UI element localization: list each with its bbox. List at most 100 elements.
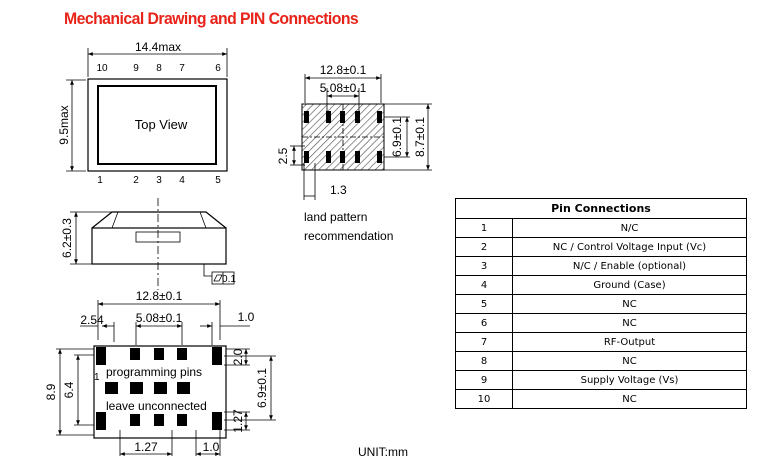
top-view-width-dim: 14.4max	[135, 40, 181, 54]
land-pattern: 12.8±0.1 5.08±0.1 6.9±0.1 8.7±0.1	[276, 63, 432, 243]
bottom-pad	[130, 414, 140, 426]
pin-number: 9	[133, 63, 139, 74]
top-view-height-dim: 9.5max	[57, 105, 71, 144]
bottom-pad-dim: 1.0	[238, 310, 255, 324]
pin-number-cell: 5	[455, 294, 513, 314]
bottom-outer-height-dim: 8.9	[44, 383, 58, 400]
land-inner-height-dim: 6.9±0.1	[390, 117, 404, 157]
land-pad	[377, 151, 382, 163]
bottom-pad	[154, 348, 164, 360]
pin-number-cell: 6	[455, 313, 513, 333]
pin-number: 1	[97, 175, 103, 186]
bottom-right-height-dim: 6.9±0.1	[255, 368, 269, 408]
pin-function-cell: N/C / Enable (optional)	[512, 256, 747, 276]
pin-number: 2	[133, 175, 139, 186]
bottom-pads	[96, 347, 222, 430]
bottom-left-pitch-dim: 1.27	[134, 440, 158, 454]
table-header-row: Pin Connections	[455, 198, 747, 219]
pin-number-cell: 2	[455, 237, 513, 257]
pin-number-cell: 7	[455, 332, 513, 352]
side-view-crystal	[135, 231, 181, 243]
page-title: Mechanical Drawing and PIN Connections	[64, 9, 359, 28]
bottom-pad	[96, 412, 106, 430]
pin-function-cell: NC	[512, 294, 747, 314]
programming-note-line2: leave unconnected	[106, 399, 207, 413]
pin-number-cell: 8	[455, 351, 513, 371]
pin-number: 10	[96, 63, 108, 74]
top-view: 14.4max 9.5max Top View 10 9 8 7 6 1 2 3…	[57, 40, 228, 186]
flatness-icon	[213, 274, 223, 282]
land-pad-width-dim: 1.3	[330, 183, 347, 197]
pin-function-cell: Ground (Case)	[512, 275, 747, 295]
land-outer-height-dim: 8.7±0.1	[413, 117, 427, 157]
pin-function-cell: NC / Control Voltage Input (Vc)	[512, 237, 747, 257]
pin-number-cell: 10	[455, 389, 513, 409]
bottom-view-body	[93, 345, 227, 439]
programming-note-line1: programming pins	[106, 365, 202, 379]
bottom-view: 12.8±0.1 2.54 5.08±0.1 1.0 8.9 6.4	[44, 289, 276, 456]
bottom-pad	[212, 412, 222, 430]
bottom-pad	[177, 348, 187, 360]
land-pad	[326, 111, 331, 123]
bottom-pitch-dim: 5.08±0.1	[136, 311, 183, 325]
land-pitch-dim: 5.08±0.1	[320, 81, 367, 95]
pin-number: 5	[215, 175, 221, 186]
pin-number: 4	[179, 175, 185, 186]
programming-pad	[130, 382, 143, 394]
pin-function-cell: N/C	[512, 218, 747, 238]
bottom-pad	[154, 414, 164, 426]
top-view-body	[87, 78, 228, 172]
top-view-lid	[97, 85, 217, 165]
land-pad	[304, 151, 309, 163]
bottom-pad	[96, 347, 106, 365]
bottom-inner-height-dim: 6.4	[62, 381, 76, 398]
pin-number: 3	[156, 175, 162, 186]
side-view: 6.2±0.3 0.1	[60, 198, 236, 290]
pin-number: 7	[179, 63, 185, 74]
land-pad	[377, 111, 382, 123]
bottom-pad	[177, 414, 187, 426]
bottom-right-pitch-dim: 1.0	[203, 440, 220, 454]
pin-number-cell: 3	[455, 256, 513, 276]
land-pads	[304, 111, 382, 163]
table-header: Pin Connections	[455, 198, 747, 219]
bottom-pad	[130, 348, 140, 360]
unit-label: UNIT:mm	[358, 445, 408, 459]
bottom-left-dim: 2.54	[80, 313, 104, 327]
programming-pad	[154, 382, 167, 394]
pin-function-cell: NC	[512, 389, 747, 409]
pin-function-cell: NC	[512, 351, 747, 371]
side-view-lid	[91, 211, 227, 229]
pin-one-marker: 1	[94, 372, 100, 383]
top-view-label: Top View	[135, 117, 188, 132]
pin-number: 6	[215, 63, 221, 74]
bottom-pad	[212, 347, 222, 365]
pin-function-cell: RF-Output	[512, 332, 747, 352]
pin-number-cell: 9	[455, 370, 513, 390]
land-pad	[304, 111, 309, 123]
pin-number: 8	[156, 63, 162, 74]
flatness-value: 0.1	[222, 274, 236, 285]
pin-function-cell: NC	[512, 313, 747, 333]
land-pad	[355, 151, 360, 163]
side-view-height-dim: 6.2±0.3	[60, 218, 74, 258]
land-pad	[326, 151, 331, 163]
land-pad	[340, 111, 345, 123]
land-pad	[355, 111, 360, 123]
land-caption-line1: land pattern	[304, 210, 367, 224]
bottom-right-top-dim: 2.0	[231, 348, 245, 365]
land-pad-height-dim: 2.5	[276, 147, 290, 164]
bottom-right-pad-dim: 1.27	[231, 409, 245, 433]
pin-number-cell: 4	[455, 275, 513, 295]
